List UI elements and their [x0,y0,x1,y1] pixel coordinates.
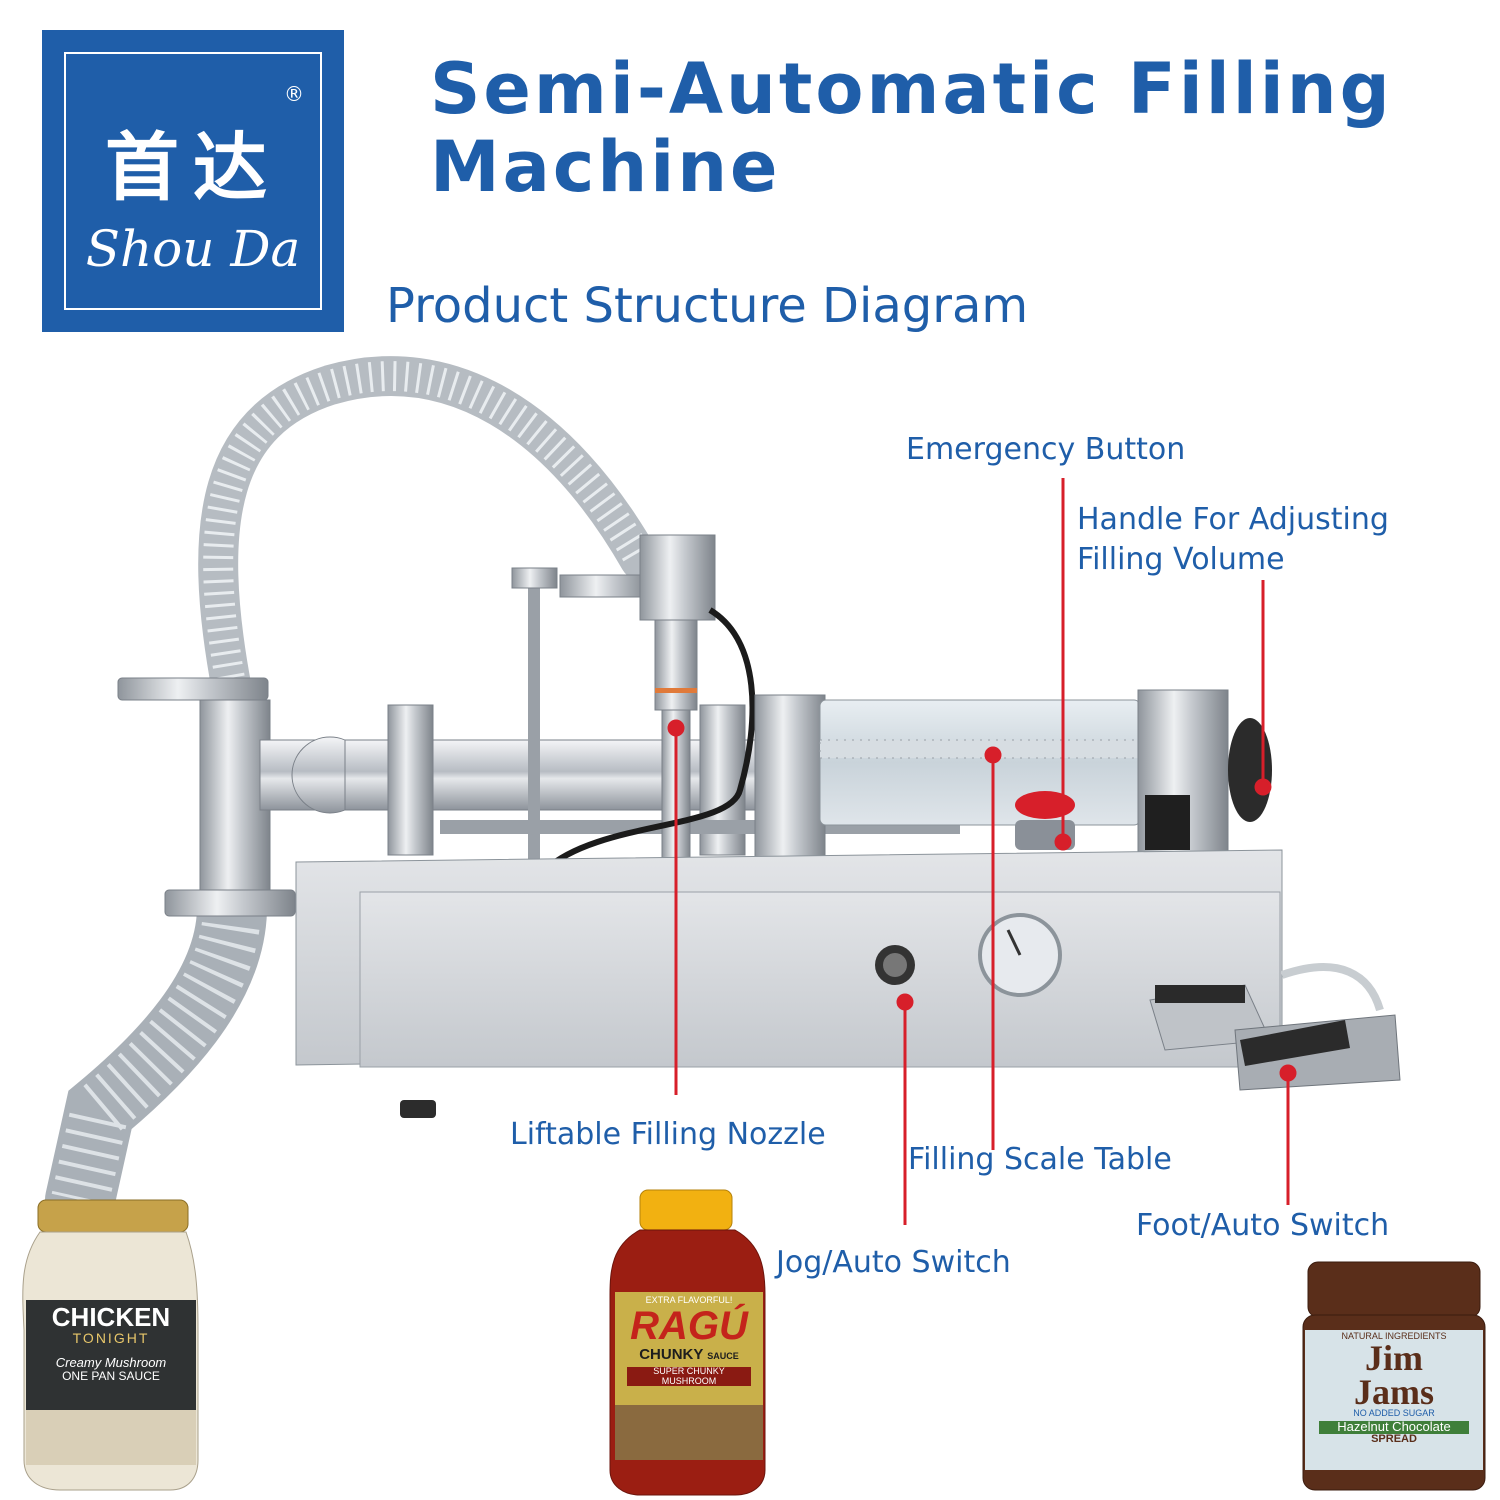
logo-registered-mark: ® [284,82,304,106]
ragu-text-4: SUPER CHUNKY [627,1366,751,1377]
callout-foot-auto-switch: Foot/Auto Switch [1136,1208,1390,1243]
base-cabinet [295,849,1283,1118]
feed-hose [45,356,660,1235]
jar-jim-jams [1302,1261,1486,1491]
metering-cylinder [754,689,1272,861]
jimjams-text-3: Hazelnut Chocolate [1319,1420,1469,1434]
ragu-text-2: CHUNKY SAUCE [639,1346,739,1364]
chicken-text-1: CHICKEN [51,1302,171,1332]
foot-pedal [1149,963,1401,1091]
chicken-text-3: Creamy Mushroom [55,1354,167,1370]
jar-ragu [609,1189,766,1496]
diagram-subtitle: Product Structure Diagram [386,278,1029,334]
jimjams-label: NATURAL INGREDIENTS Jim Jams NO ADDED SU… [1305,1331,1483,1445]
callout-jog-auto-switch: Jog/Auto Switch [776,1245,1011,1280]
callout-liftable-filling-nozzle: Liftable Filling Nozzle [510,1117,826,1152]
callout-handle-line1: Handle For Adjusting [1077,502,1389,537]
ragu-brand: RAGÚ [630,1304,748,1349]
diagram-title: Semi-Automatic Filling Machine [430,48,1393,208]
callout-emergency-button: Emergency Button [906,432,1186,467]
inlet-valve [117,677,369,917]
jimjams-text-2: NO ADDED SUGAR [1353,1407,1435,1418]
logo-english-name: Shou Da [85,220,301,278]
callout-handle-line2: Filling Volume [1077,542,1285,577]
jimjams-text-1: NATURAL INGREDIENTS [1341,1331,1447,1341]
chicken-label: CHICKEN TONIGHT Creamy Mushroom ONE PAN … [26,1300,196,1382]
jimjams-brand-1: Jim [1365,1337,1423,1378]
logo-frame [64,52,322,310]
callout-filling-scale-table: Filling Scale Table [908,1142,1172,1177]
main-cylinder [344,704,960,856]
leader-lines [667,478,1297,1225]
jimjams-text-4: SPREAD [1371,1432,1417,1445]
ragu-text-1: EXTRA FLAVORFUL! [645,1295,733,1305]
brand-logo: ® 首达 Shou Da [42,30,344,332]
ragu-text-5: MUSHROOM [627,1376,751,1387]
chicken-text-4: ONE PAN SAUCE [62,1368,160,1383]
chicken-text-2: TONIGHT [72,1330,150,1347]
callout-handle-filling-volume: Handle For Adjusting Filling Volume [1077,500,1389,580]
jar-chicken-tonight [22,1199,199,1491]
logo-chinese-name: 首达 [105,125,281,211]
ragu-label: EXTRA FLAVORFUL! RAGÚ CHUNKY SAUCE SUPER… [615,1295,763,1387]
jimjams-brand-2: Jams [1354,1371,1434,1412]
